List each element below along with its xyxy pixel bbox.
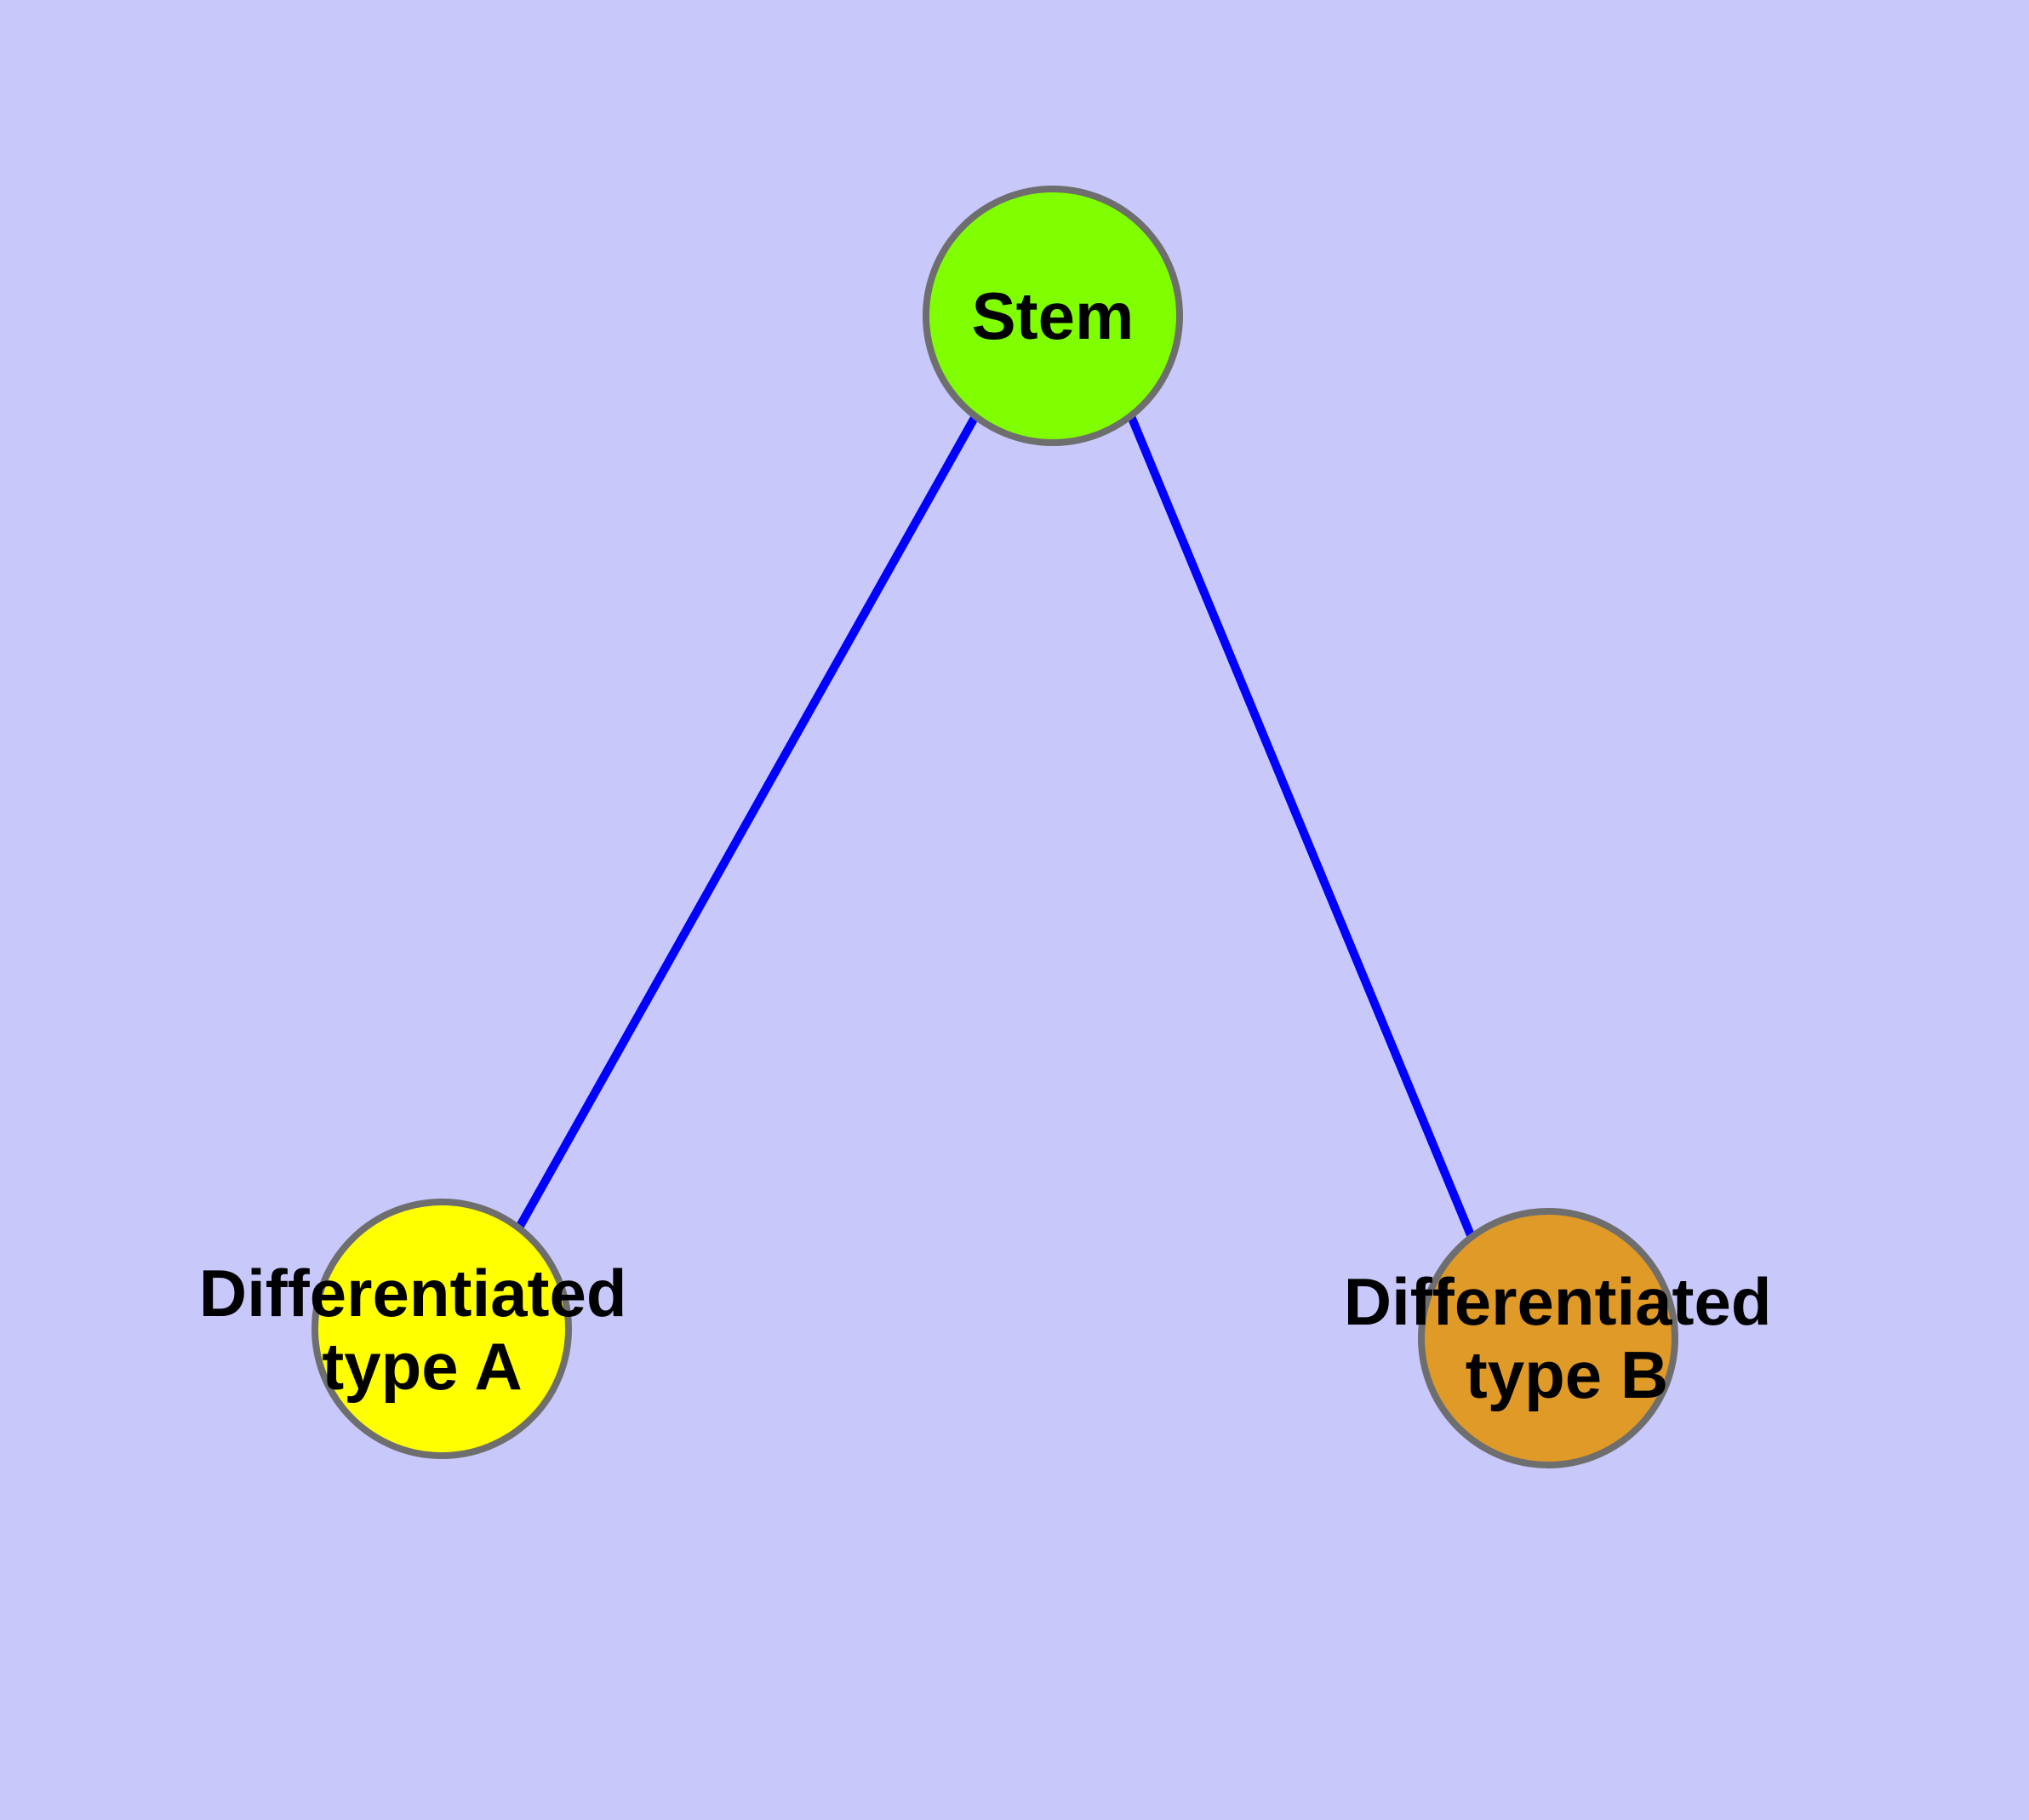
- node-label-differentiated-type-b-line-2: type B: [1466, 1337, 1668, 1412]
- node-differentiated-type-b[interactable]: [1418, 1208, 1678, 1468]
- node-label-differentiated-type-b: Differentiated type B: [1344, 1264, 1790, 1412]
- node-differentiated-type-a[interactable]: [311, 1199, 572, 1459]
- node-label-differentiated-type-a-line-2: type A: [322, 1329, 523, 1404]
- edge-stem-to-differentiated-type-b[interactable]: [1127, 415, 1475, 1237]
- node-label-stem-line-1: Stem: [972, 278, 1135, 353]
- node-stem[interactable]: [923, 186, 1183, 446]
- node-label-differentiated-type-a-line-1: Differentiated: [199, 1256, 627, 1331]
- node-label-stem: Stem: [972, 278, 1135, 353]
- node-label-differentiated-type-a: Differentiated type A: [199, 1256, 645, 1404]
- label-layer: Stem Differentiated type A Differentiate…: [199, 278, 1790, 1412]
- edge-layer: [515, 414, 1475, 1237]
- edge-stem-to-differentiated-type-a[interactable]: [515, 414, 980, 1230]
- node-layer: [311, 186, 1678, 1468]
- node-label-differentiated-type-b-line-1: Differentiated: [1344, 1264, 1772, 1339]
